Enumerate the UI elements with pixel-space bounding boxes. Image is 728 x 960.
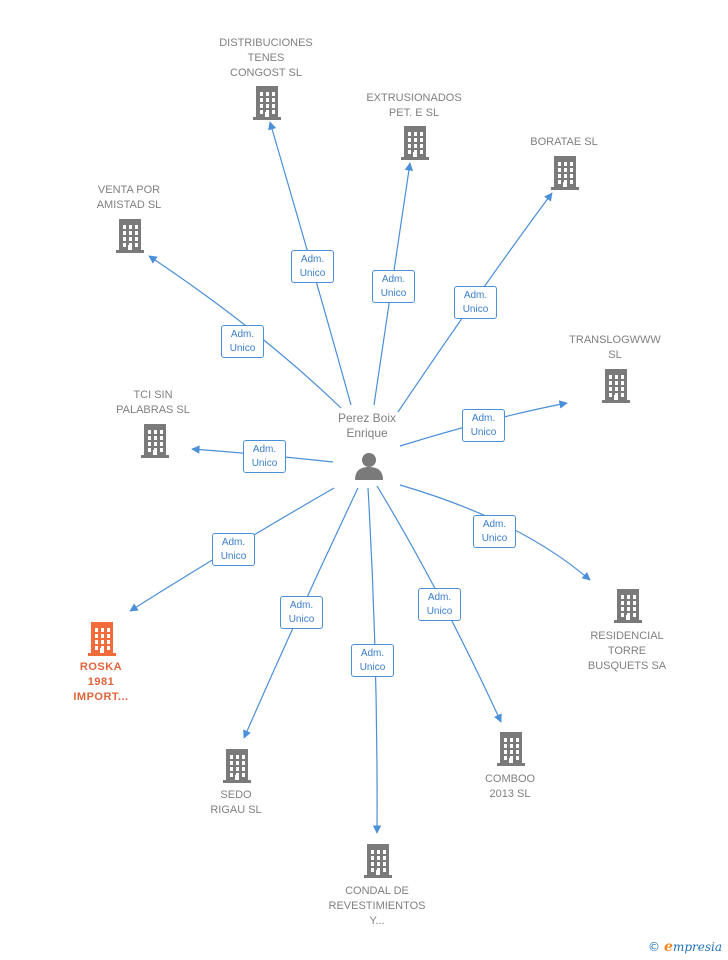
building-icon-extrusionados[interactable]: [399, 124, 431, 165]
company-label-extrusionados[interactable]: EXTRUSIONADOS PET. E SL: [366, 92, 462, 119]
building-icon-distribuciones[interactable]: [251, 84, 283, 125]
relation-badge-distribuciones: Adm. Unico: [291, 250, 334, 283]
company-label-translog[interactable]: TRANSLOGWWW SL: [569, 334, 661, 361]
company-label-distribuciones[interactable]: DISTRIBUCIONES TENES CONGOST SL: [219, 37, 313, 79]
building-icon-boratae[interactable]: [549, 154, 581, 195]
relation-badge-boratae: Adm. Unico: [454, 286, 497, 319]
company-label-roska[interactable]: ROSKA 1981 IMPORT...: [73, 661, 129, 703]
relation-badge-comboo: Adm. Unico: [418, 588, 461, 621]
relation-badge-residencial: Adm. Unico: [473, 515, 516, 548]
building-icon-tci[interactable]: [139, 422, 171, 463]
brand-name: mpresia: [672, 940, 722, 954]
building-icon-translog[interactable]: [600, 367, 632, 408]
building-icon-residencial[interactable]: [612, 587, 644, 628]
brand-initial: e: [664, 939, 673, 955]
company-label-residencial[interactable]: RESIDENCIAL TORRE BUSQUETS SA: [587, 630, 667, 672]
building-icon-comboo[interactable]: [495, 730, 527, 771]
company-label-venta[interactable]: VENTA POR AMISTAD SL: [96, 184, 162, 211]
relation-badge-sedo: Adm. Unico: [280, 596, 323, 629]
relation-badge-condal: Adm. Unico: [351, 644, 394, 677]
relation-badge-tci: Adm. Unico: [243, 440, 286, 473]
brand-logo: ©empresia: [648, 939, 722, 955]
relation-badge-venta: Adm. Unico: [221, 325, 264, 358]
company-label-condal[interactable]: CONDAL DE REVESTIMIENTOS Y...: [328, 885, 426, 927]
building-icon-condal[interactable]: [362, 842, 394, 883]
person-icon[interactable]: [354, 451, 384, 486]
building-icon-roska[interactable]: [86, 620, 118, 661]
company-label-tci[interactable]: TCI SIN PALABRAS SL: [116, 389, 190, 416]
copyright-symbol: ©: [648, 940, 661, 954]
company-label-comboo[interactable]: COMBOO 2013 SL: [484, 773, 536, 800]
relation-badge-roska: Adm. Unico: [212, 533, 255, 566]
building-icon-sedo[interactable]: [221, 747, 253, 788]
relation-badge-extrusionados: Adm. Unico: [372, 270, 415, 303]
building-icon-venta[interactable]: [114, 217, 146, 258]
relation-badge-translog: Adm. Unico: [462, 409, 505, 442]
company-label-sedo[interactable]: SEDO RIGAU SL: [210, 789, 262, 816]
company-label-boratae[interactable]: BORATAE SL: [530, 136, 598, 148]
center-person-label[interactable]: Perez Boix Enrique: [337, 411, 397, 440]
